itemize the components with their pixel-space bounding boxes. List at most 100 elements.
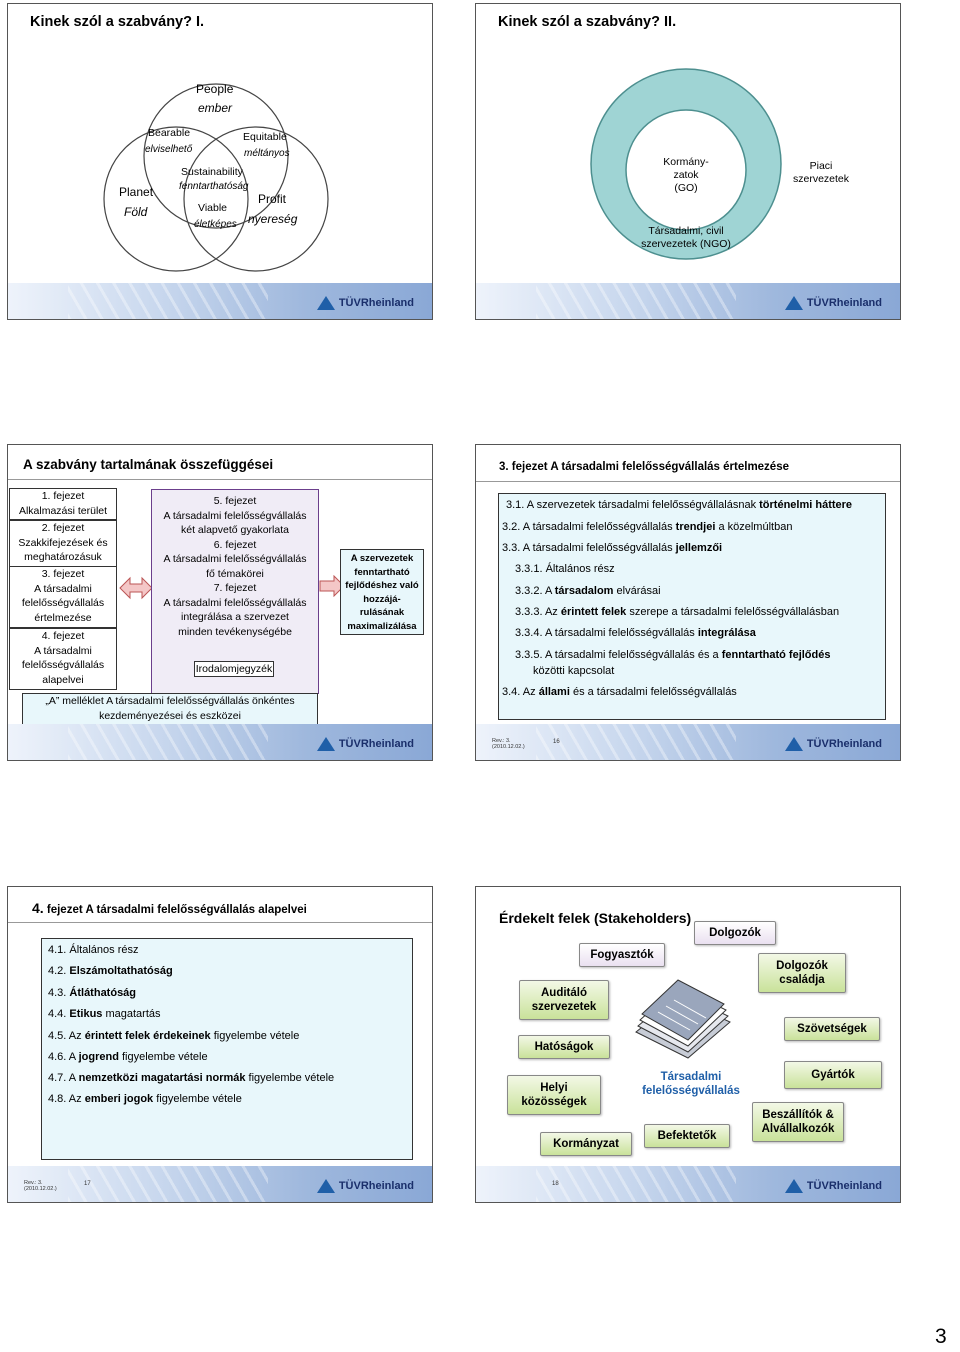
title-divider xyxy=(8,922,432,923)
tuv-triangle-icon xyxy=(784,737,803,751)
slide-title: 4. fejezet A társadalmi felelősségvállal… xyxy=(32,900,307,916)
label-sustainability: Sustainability xyxy=(181,166,243,178)
item-3-3-4: 3.3.4. A társadalmi felelősségvállalás i… xyxy=(515,627,756,639)
item-3-3-1: 3.3.1. Általános rész xyxy=(515,563,615,575)
slide-2: Kinek szól a szabvány? II. Kormány-zatok… xyxy=(475,3,901,320)
stakeholder-fogyasztok: Fogyasztók xyxy=(579,943,665,967)
tuv-logo: TÜVRheinland xyxy=(784,1179,882,1193)
item-3-3: 3.3. A társadalmi felelősségvállalás jel… xyxy=(502,542,723,554)
slide-title: 3. fejezet A társadalmi felelősségvállal… xyxy=(499,461,789,473)
item-4-7: 4.7. A nemzetközi magatartási normák fig… xyxy=(48,1072,335,1084)
document-stack-icon xyxy=(635,979,731,1059)
tuv-triangle-icon xyxy=(316,737,335,751)
label-meltanyos: méltányos xyxy=(244,148,290,159)
footer-bar: TÜVRheinland xyxy=(476,283,900,319)
tuv-logo: TÜVRheinland xyxy=(316,737,414,751)
item-4-3: 4.3. Átláthatóság xyxy=(48,987,137,999)
slide-title: Érdekelt felek (Stakeholders) xyxy=(499,910,692,926)
content-box xyxy=(41,938,413,1160)
annex-box: „A” melléklet A társadalmi felelősségvál… xyxy=(22,693,318,725)
tuv-triangle-icon xyxy=(784,296,803,310)
item-4-5: 4.5. Az érintett felek érdekeinek figyel… xyxy=(48,1030,300,1042)
label-planet: Planet xyxy=(119,185,154,199)
label-people: People xyxy=(196,82,234,96)
revision-label: Rev.: 3.(2010.12.02.) xyxy=(24,1180,57,1192)
right-arrow-icon xyxy=(319,575,345,597)
tuv-triangle-icon xyxy=(316,1179,335,1193)
slide-number: 18 xyxy=(552,1181,559,1187)
slide-1: Kinek szól a szabvány? I. People ember B… xyxy=(7,3,433,320)
label-ember: ember xyxy=(198,101,233,115)
footer-bar: Rev.: 3.(2010.12.02.) 16 TÜVRheinland xyxy=(476,724,900,760)
stakeholder-befektetok: Befektetők xyxy=(644,1124,730,1148)
slide-5: 4. fejezet A társadalmi felelősségvállal… xyxy=(7,886,433,1203)
label-profit: Profit xyxy=(258,192,287,206)
footer-bar: Rev.: 3.(2010.12.02.) 17 TÜVRheinland xyxy=(8,1166,432,1202)
item-4-4: 4.4. Etikus magatartás xyxy=(48,1008,161,1020)
stakeholder-dolgozok: Dolgozók xyxy=(694,921,776,945)
item-4-8: 4.8. Az emberi jogok figyelembe vétele xyxy=(48,1093,242,1105)
item-3-3-2: 3.3.2. A társadalom elvárásai xyxy=(515,585,661,597)
slide-number: 16 xyxy=(553,739,560,745)
slide-title: Kinek szól a szabvány? I. xyxy=(30,14,205,30)
stakeholder-kormanyzat: Kormányzat xyxy=(540,1132,632,1156)
label-fold: Föld xyxy=(124,205,148,219)
nested-circles-diagram xyxy=(590,68,782,260)
slide-4: 3. fejezet A társadalmi felelősségvállal… xyxy=(475,444,901,761)
tuv-triangle-icon xyxy=(316,296,335,310)
content-box xyxy=(498,493,886,720)
page-number: 3 xyxy=(935,1325,947,1348)
item-4-6: 4.6. A jogrend figyelembe vétele xyxy=(48,1051,208,1063)
stakeholder-szovetsegek: Szövetségek xyxy=(784,1017,880,1041)
item-3-2: 3.2. A társadalmi felelősségvállalás tre… xyxy=(502,521,793,533)
item-4-2: 4.2. Elszámoltathatóság xyxy=(48,965,173,977)
slide-3: A szabvány tartalmának összefüggései 1. … xyxy=(7,444,433,761)
label-elviselheto: elviselhető xyxy=(145,144,193,155)
footer-bar: 18 TÜVRheinland xyxy=(476,1166,900,1202)
double-arrow-icon xyxy=(119,576,153,600)
slide-6: Érdekelt felek (Stakeholders) Dolgozók F… xyxy=(475,886,901,1203)
slide-title: A szabvány tartalmának összefüggései xyxy=(23,457,274,472)
item-3-4: 3.4. Az állami és a társadalmi felelőssé… xyxy=(502,686,737,698)
item-3-3-3: 3.3.3. Az érintett felek szerepe a társa… xyxy=(515,606,840,618)
item-3-3-5-cont: közötti kapcsolat xyxy=(533,665,615,677)
label-nyereseg: nyereség xyxy=(248,212,298,226)
irodalomjegyzek-box: Irodalomjegyzék xyxy=(194,661,274,677)
item-3-3-5: 3.3.5. A társadalmi felelősségvállalás é… xyxy=(515,649,831,661)
label-kormanyzatok: Kormány-zatok(GO) xyxy=(663,156,709,194)
stakeholder-beszallitok: Beszállítók &Alvállalkozók xyxy=(752,1102,844,1142)
revision-label: Rev.: 3.(2010.12.02.) xyxy=(492,738,525,750)
footer-bar: TÜVRheinland xyxy=(8,724,432,760)
venn-diagram xyxy=(103,83,329,272)
label-fenntarthatosag: fenntarthatóság xyxy=(179,181,249,192)
footer-bar: TÜVRheinland xyxy=(8,283,432,319)
slide-title: Kinek szól a szabvány? II. xyxy=(498,14,677,30)
item-3-1: 3.1. A szervezetek társadalmi felelősség… xyxy=(506,499,853,511)
tuv-logo: TÜVRheinland xyxy=(316,296,414,310)
label-viable: Viable xyxy=(198,202,227,214)
title-divider xyxy=(476,481,900,482)
tuv-logo: TÜVRheinland xyxy=(784,737,882,751)
label-bearable: Bearable xyxy=(148,127,191,139)
stakeholder-gyartok: Gyártók xyxy=(784,1061,882,1089)
slide-number: 17 xyxy=(84,1181,91,1187)
stakeholder-hatosagok: Hatóságok xyxy=(518,1035,610,1059)
tuv-logo: TÜVRheinland xyxy=(316,1179,414,1193)
tuv-logo: TÜVRheinland xyxy=(784,296,882,310)
label-eletkepes: életképes xyxy=(194,219,237,230)
label-equitable: Equitable xyxy=(243,131,287,143)
item-4-1: 4.1. Általános rész xyxy=(48,944,139,956)
title-divider xyxy=(8,479,432,480)
